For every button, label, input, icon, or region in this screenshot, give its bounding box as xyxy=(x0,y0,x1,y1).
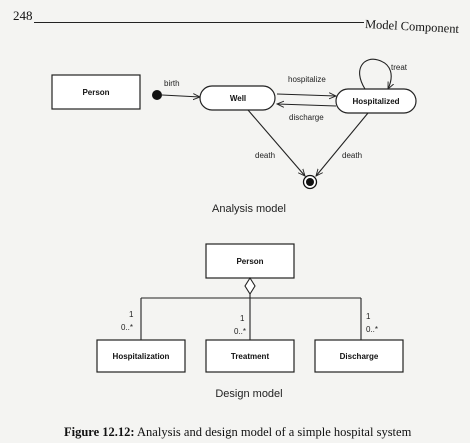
mult-one-hospitalization: 1 xyxy=(129,310,134,319)
analysis-person-label: Person xyxy=(82,88,109,97)
class-treatment: Treatment xyxy=(205,339,295,373)
birth-label: birth xyxy=(164,79,180,88)
final-state xyxy=(302,174,318,190)
hospitalize-label: hospitalize xyxy=(288,75,326,84)
state-hospitalized-label: Hospitalized xyxy=(352,97,399,106)
figure-caption-label: Figure 12.12: xyxy=(64,425,135,439)
discharge-transition xyxy=(277,104,337,106)
design-person-label: Person xyxy=(236,257,263,266)
page-number: 248 xyxy=(13,8,33,23)
state-well-label: Well xyxy=(230,94,246,103)
death-label-hospitalized: death xyxy=(342,151,362,160)
composition-connectors xyxy=(140,294,362,340)
class-hospitalization: Hospitalization xyxy=(96,339,186,373)
design-model-caption: Design model xyxy=(215,388,282,400)
discharge-label: discharge xyxy=(289,113,324,122)
analysis-model: Person birth Well Hospitalized hospitali… xyxy=(51,58,417,215)
class-treatment-label: Treatment xyxy=(231,352,270,361)
class-hospitalization-label: Hospitalization xyxy=(113,352,170,361)
class-discharge-label: Discharge xyxy=(340,352,379,361)
mult-many-discharge: 0..* xyxy=(366,325,378,334)
composition-diamond xyxy=(244,276,256,296)
class-discharge: Discharge xyxy=(314,339,404,373)
analysis-person-class: Person xyxy=(51,74,141,110)
design-person-class: Person xyxy=(205,243,295,279)
analysis-model-caption: Analysis model xyxy=(212,203,286,215)
figure-caption-text: Analysis and design model of a simple ho… xyxy=(137,425,412,439)
treat-self-transition xyxy=(359,58,392,89)
design-model: Person 1 0..* 1 0..* 1 0..* Hospita xyxy=(96,243,404,400)
figure-caption: Figure 12.12: Analysis and design model … xyxy=(64,425,411,440)
death-label-well: death xyxy=(255,151,275,160)
treat-label: treat xyxy=(391,63,408,72)
state-well: Well xyxy=(199,85,276,111)
header-rule xyxy=(34,22,364,23)
mult-one-discharge: 1 xyxy=(366,312,371,321)
death-transition-from-well xyxy=(247,109,305,176)
birth-transition xyxy=(161,95,200,97)
death-transition-from-hospitalized xyxy=(316,112,369,176)
mult-one-treatment: 1 xyxy=(240,314,245,323)
mult-many-hospitalization: 0..* xyxy=(121,323,133,332)
state-hospitalized: Hospitalized xyxy=(335,88,417,114)
mult-many-treatment: 0..* xyxy=(234,327,246,336)
hospitalize-transition xyxy=(276,94,336,96)
initial-state-dot xyxy=(152,90,162,100)
